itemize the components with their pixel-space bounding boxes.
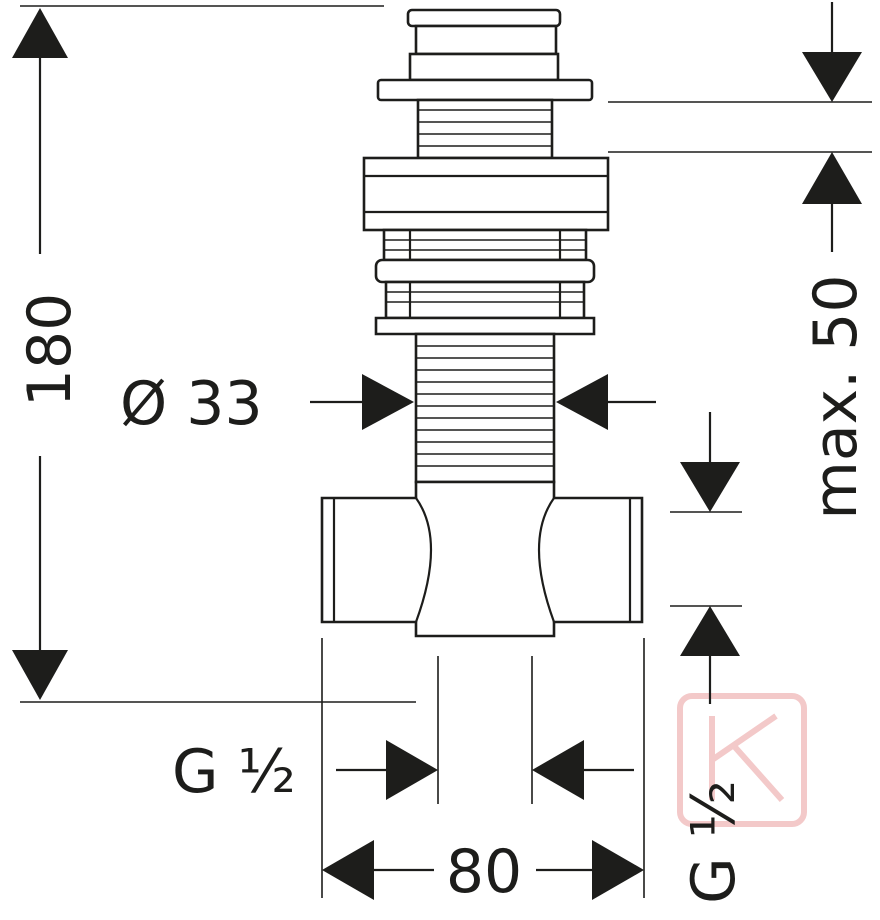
height-label: 180 [15, 293, 85, 408]
upper-thread [418, 109, 552, 147]
dimension-height: 180 [12, 5, 416, 703]
arrow-right-icon [592, 840, 644, 900]
diameter-label: Ø 33 [120, 369, 263, 439]
arrow-down-icon [680, 462, 740, 512]
connection-left-label: G ½ [172, 737, 296, 807]
watermark-logo [677, 693, 807, 827]
dimension-connection-right: G ½ [670, 412, 749, 904]
arrow-up-icon [802, 152, 862, 204]
arrow-up-icon [12, 8, 68, 58]
shaft-thread [416, 345, 554, 467]
arrow-left-icon [532, 740, 584, 800]
arrow-left-icon [556, 374, 608, 430]
dimension-width: 80 [321, 638, 645, 907]
arrow-up-icon [680, 606, 740, 656]
width-label: 80 [446, 837, 522, 907]
arrow-left-icon [322, 840, 374, 900]
dimension-max-depth: max. 50 [608, 2, 872, 520]
dimension-diameter: Ø 33 [120, 369, 656, 439]
dimension-connection-left: G ½ [172, 656, 634, 807]
arrow-right-icon [386, 740, 438, 800]
arrow-down-icon [802, 52, 862, 102]
valve-body [320, 8, 644, 638]
max-depth-label: max. 50 [801, 274, 871, 519]
connection-right-label: G ½ [679, 780, 749, 904]
arrow-down-icon [12, 650, 68, 700]
arrow-right-icon [362, 374, 414, 430]
